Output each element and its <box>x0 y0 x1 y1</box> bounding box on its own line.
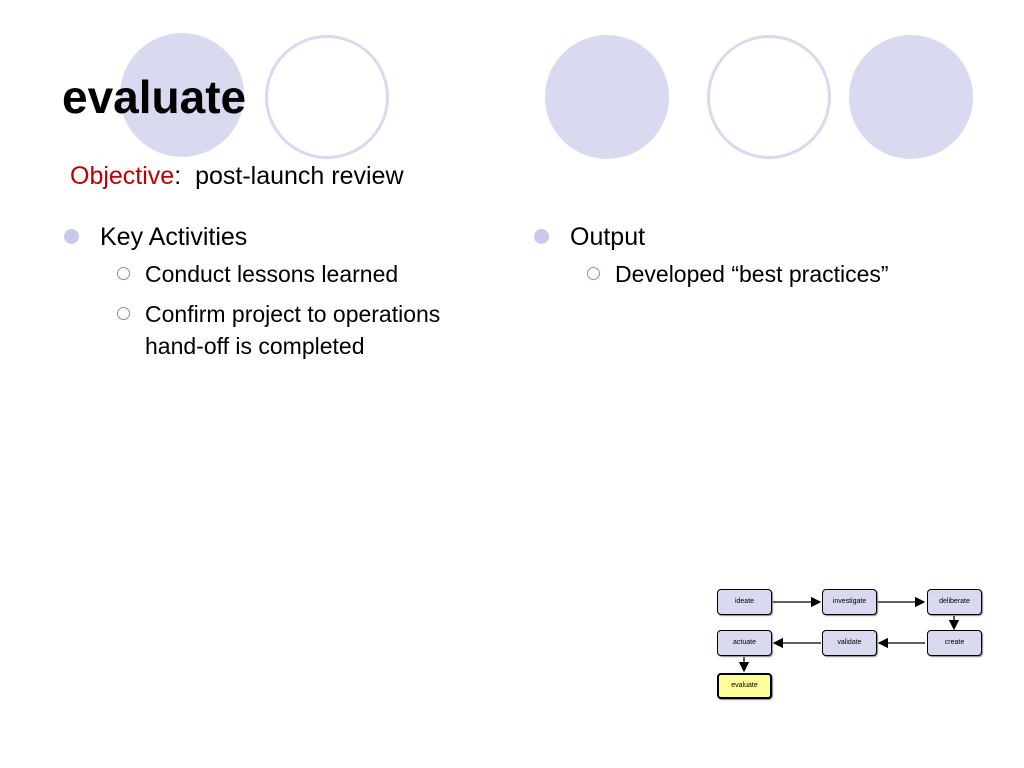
ring-bullet-icon <box>587 267 600 280</box>
key-activities-heading: Key Activities <box>100 223 248 251</box>
decor-circle-ring <box>707 35 831 159</box>
flow-node-evaluate: evaluate <box>717 673 772 699</box>
flow-arrows <box>738 596 960 673</box>
process-flow-diagram: ideate investigate deliberate create val… <box>700 575 1000 715</box>
decor-circle-filled <box>545 35 669 159</box>
flow-node-ideate: ideate <box>717 589 772 615</box>
filled-bullet-icon <box>64 229 79 244</box>
ring-bullet-icon <box>117 307 130 320</box>
key-activities-list: Conduct lessons learned Confirm project … <box>62 258 502 362</box>
objective-label: Objective <box>70 162 175 190</box>
output-list: Developed “best practices” <box>532 258 972 290</box>
flow-node-deliberate: deliberate <box>927 589 982 615</box>
filled-bullet-icon <box>534 229 549 244</box>
flow-node-investigate: investigate <box>822 589 877 615</box>
objective-line: Objective: post-launch review <box>70 160 404 192</box>
list-item: Conduct lessons learned <box>62 258 502 290</box>
ring-bullet-icon <box>117 267 130 280</box>
key-activities-column: Key Activities Conduct lessons learned C… <box>62 220 502 370</box>
list-item-text: Conduct lessons learned <box>145 261 399 287</box>
objective-separator: : <box>174 162 182 190</box>
output-bullet: Output <box>532 220 972 254</box>
decor-circle-filled <box>849 35 973 159</box>
flow-node-validate: validate <box>822 630 877 656</box>
decor-circle-filled <box>120 33 244 157</box>
list-item: Confirm project to operations hand-off i… <box>62 298 502 362</box>
key-activities-bullet: Key Activities <box>62 220 502 254</box>
output-column: Output Developed “best practices” <box>532 220 972 298</box>
decor-circle-ring <box>265 35 389 159</box>
output-heading: Output <box>570 223 646 251</box>
objective-text: post-launch review <box>195 162 404 190</box>
slide-title: evaluate <box>62 71 247 123</box>
flow-node-create: create <box>927 630 982 656</box>
list-item: Developed “best practices” <box>532 258 972 290</box>
list-item-text: Confirm project to operations hand-off i… <box>145 301 441 359</box>
list-item-text: Developed “best practices” <box>615 261 889 287</box>
flow-node-actuate: actuate <box>717 630 772 656</box>
